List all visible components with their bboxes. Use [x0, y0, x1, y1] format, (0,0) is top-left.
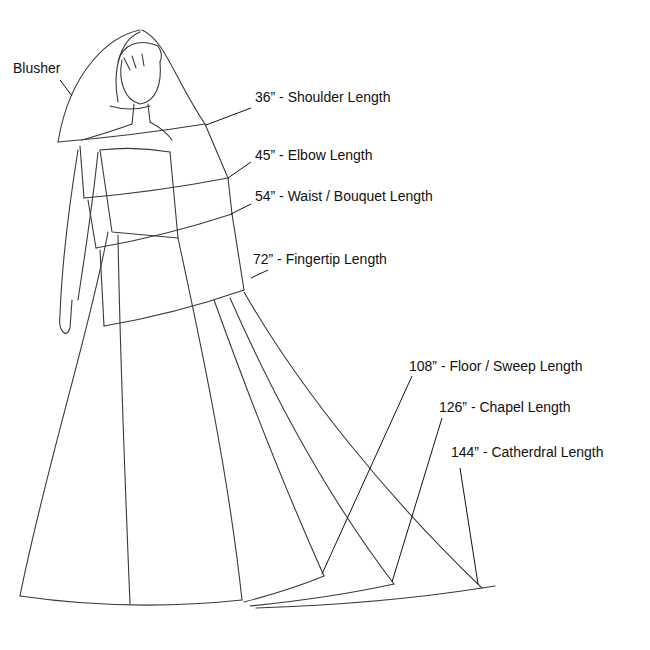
shoulder-tier [58, 124, 205, 142]
leader-line [392, 418, 442, 582]
chapel-veil-hem [250, 584, 394, 606]
skirt-outline [20, 232, 108, 596]
cathedral-veil-hem [256, 586, 495, 608]
blusher-veil [116, 32, 140, 102]
leader-line [206, 108, 251, 125]
leader-line [60, 80, 72, 96]
veil-edge [205, 124, 228, 178]
veil-edge [58, 30, 140, 142]
fingertip-tier [104, 290, 244, 326]
bodice [100, 150, 178, 238]
chapel-veil [230, 298, 394, 584]
length-label: 54” - Waist / Bouquet Length [254, 188, 434, 204]
length-label: 144” - Catherdral Length [450, 444, 605, 460]
leader-line [322, 376, 412, 574]
cathedral-veil [244, 292, 482, 588]
veil-name: Blusher [12, 60, 61, 76]
length-label: 126” - Chapel Length [438, 399, 572, 415]
veil-edge [100, 250, 104, 326]
length-label: 72” - Fingertip Length [252, 251, 388, 267]
length-label: 45” - Elbow Length [254, 147, 374, 163]
arm [78, 152, 98, 300]
face [121, 60, 161, 104]
veil-edge [232, 214, 244, 290]
length-label: 108” - Floor / Sweep Length [408, 358, 584, 374]
arm [60, 150, 78, 333]
skirt-fold [118, 235, 130, 604]
blusher-veil [110, 106, 150, 109]
length-label: 36” - Shoulder Length [254, 89, 391, 105]
veil-edge [142, 30, 205, 124]
veil-edge [88, 200, 96, 248]
leader-line [231, 204, 251, 214]
veil-edge [228, 178, 232, 214]
neckline [100, 148, 170, 152]
leader-line [251, 270, 268, 278]
waist-tier [96, 214, 232, 248]
elbow-tier [84, 178, 228, 198]
skirt-outline [178, 238, 242, 600]
leader-line [228, 162, 251, 178]
leader-line [460, 468, 478, 584]
bangs [124, 54, 144, 70]
floor-veil [214, 300, 324, 576]
veil-edge [80, 146, 84, 198]
skirt-hem [20, 596, 242, 605]
